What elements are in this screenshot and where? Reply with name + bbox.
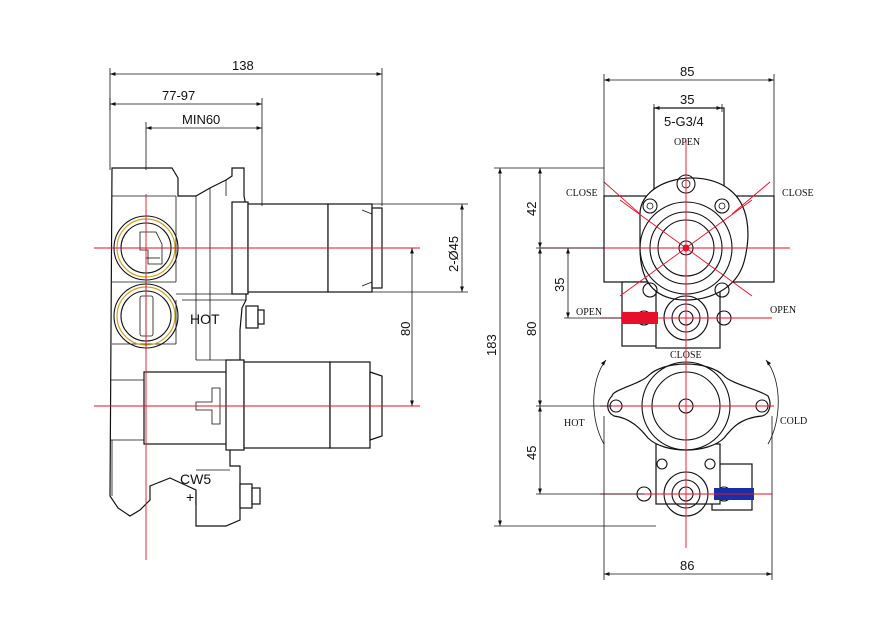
front-dim-45: 45 <box>524 446 539 460</box>
front-dimension-top-width: 85 <box>603 64 775 196</box>
front-dim-35-mid: 35 <box>552 278 567 292</box>
front-dimension-height-bottom: 45 <box>524 406 644 495</box>
front-label-open-left: OPEN <box>576 307 602 318</box>
front-dimension-height-top: 42 <box>524 168 604 249</box>
front-dim-183: 183 <box>484 334 499 356</box>
side-centerlines <box>94 194 420 560</box>
front-dim-42: 42 <box>524 202 539 216</box>
side-body <box>109 167 247 527</box>
side-dimension-spindle-spacing: 80 <box>398 248 414 406</box>
side-check-valve-symbol: +| <box>186 489 198 505</box>
side-dimension-min-depth: MIN60 <box>145 112 262 170</box>
front-dim-86: 86 <box>680 558 694 573</box>
front-dim-35-top: 35 <box>680 92 694 107</box>
side-dimension-shaft-diameter: 2-Ø45 <box>372 203 468 293</box>
side-dimension-adjust-range: 77-97 <box>109 88 263 206</box>
side-lower-cartridge <box>143 359 383 451</box>
front-dim-80: 80 <box>524 322 539 336</box>
side-check-valve-label: CW5 <box>180 471 211 487</box>
front-dimension-port-spacing: 35 5-G3/4 <box>653 92 723 129</box>
side-bleed-fitting-upper <box>245 305 265 329</box>
front-view: OPEN CLOSE CLOSE OPEN OPEN CLOSE HOT COL… <box>484 64 814 580</box>
side-dim-80: 80 <box>398 322 413 336</box>
front-port-thread: 5-G3/4 <box>664 114 704 129</box>
front-dim-85: 85 <box>680 64 694 79</box>
front-label-hot: HOT <box>564 418 585 429</box>
front-dimension-spacing-mid: 80 <box>524 248 612 407</box>
side-dim-138: 138 <box>232 58 254 73</box>
front-label-cold: COLD <box>780 416 807 427</box>
side-bleed-fitting-lower <box>239 483 261 509</box>
side-hot-label: HOT <box>190 311 220 327</box>
side-view: HOT CW5 +| 138 77-97 MIN60 <box>94 58 468 560</box>
front-dimension-bottom-width: 86 <box>603 416 773 580</box>
side-dim-diameter: 2-Ø45 <box>446 236 461 272</box>
front-label-open-right: OPEN <box>770 305 796 316</box>
side-dimension-overall-depth: 138 <box>109 58 383 206</box>
front-label-open-top: OPEN <box>674 137 700 148</box>
side-dim-min60: MIN60 <box>182 112 220 127</box>
front-label-close-right: CLOSE <box>782 188 814 199</box>
front-dimension-height-mid: 35 <box>552 248 622 319</box>
side-dim-77-97: 77-97 <box>162 88 195 103</box>
front-dimension-overall-height: 183 <box>484 167 656 527</box>
front-label-close-mid: CLOSE <box>670 350 702 361</box>
front-label-close-left: CLOSE <box>566 188 598 199</box>
